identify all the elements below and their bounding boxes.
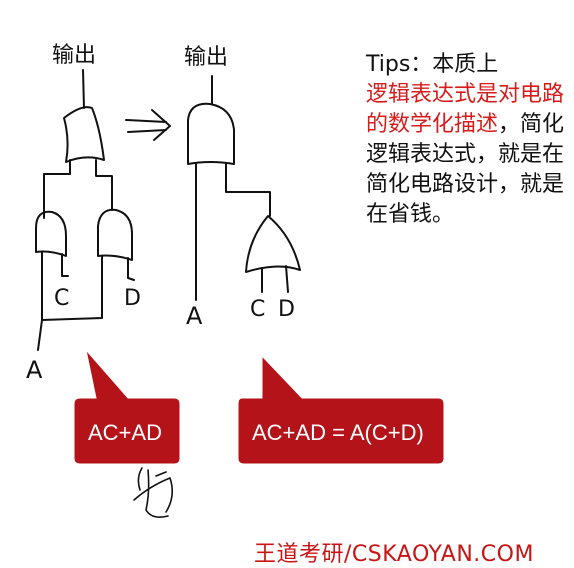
left-wire-a2 xyxy=(41,255,103,321)
right-bubble xyxy=(237,354,445,465)
left-wire-a xyxy=(37,251,43,351)
handwritten-scribble xyxy=(133,467,174,518)
transform-arrow xyxy=(125,109,171,141)
left-and-gate-2 xyxy=(97,208,133,261)
right-and-gate xyxy=(187,102,235,165)
left-input-label-d: D xyxy=(124,286,141,311)
left-input-label-a: A xyxy=(26,356,43,384)
tips-highlight: 逻辑表达式是对电路的数学化描述 xyxy=(366,82,565,137)
right-input-label-c: C xyxy=(250,297,265,322)
left-input-label-c: C xyxy=(54,286,69,311)
left-or-input-wire-1 xyxy=(43,159,71,219)
left-output-label: 输出 xyxy=(52,43,96,68)
right-output-label: 输出 xyxy=(184,45,228,70)
watermark: 王道考研/CSKAOYAN.COM xyxy=(254,542,534,567)
left-output-wire xyxy=(82,69,85,109)
left-bubble xyxy=(73,348,181,465)
tips-paragraph: Tips：本质上逻辑表达式是对电路的数学化描述，简化逻辑表达式，就是在简化电路设… xyxy=(366,50,566,230)
left-wire-c xyxy=(61,253,69,277)
tips-rest: ，简化逻辑表达式，就是在简化电路设计，就是在省钱。 xyxy=(366,112,565,227)
tips-prefix: Tips：本质上 xyxy=(366,52,499,77)
right-input-label-a: A xyxy=(186,302,203,330)
left-or-gate xyxy=(63,106,105,163)
right-input-label-d: D xyxy=(278,297,295,322)
left-bubble-text: AC+AD xyxy=(88,420,162,445)
left-and-gate-1 xyxy=(35,210,67,257)
left-or-input-wire-2 xyxy=(95,159,113,211)
right-wire-or-out xyxy=(225,163,271,217)
right-or-gate xyxy=(245,215,301,273)
right-bubble-text: AC+AD = A(C+D) xyxy=(252,420,424,445)
right-wire-d xyxy=(285,265,289,293)
left-wire-d xyxy=(127,257,135,281)
